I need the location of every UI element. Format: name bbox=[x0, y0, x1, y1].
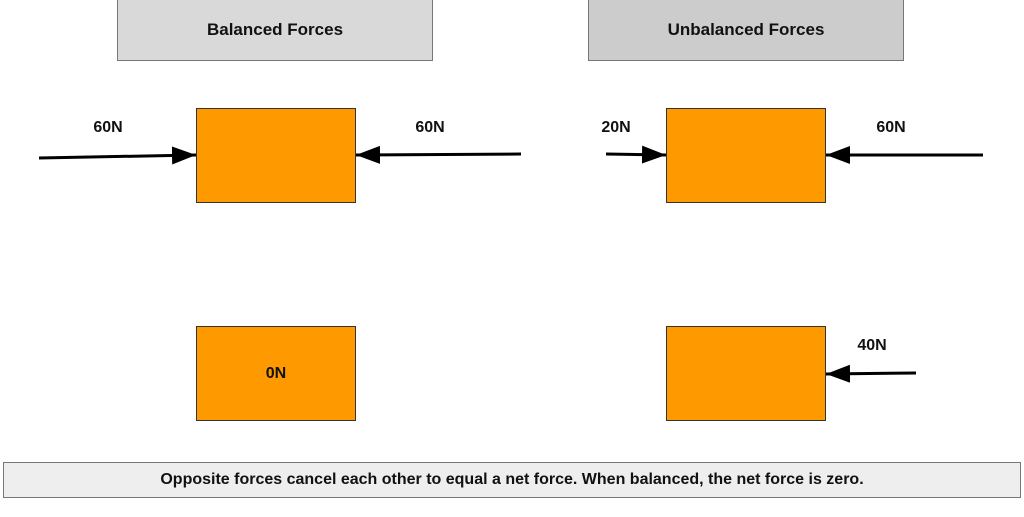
balanced-right-force-label: 60N bbox=[415, 119, 445, 136]
balanced-right-arrow-icon bbox=[355, 145, 522, 164]
net-force-arrow-icon bbox=[825, 364, 917, 383]
balanced-net-force: 0N bbox=[265, 364, 287, 382]
unbalanced-left-arrow-icon bbox=[605, 145, 667, 164]
balanced-left-force-label: 60N bbox=[93, 119, 123, 136]
caption-bar: Opposite forces cancel each other to equ… bbox=[3, 462, 1021, 498]
unbalanced-right-force-label: 60N bbox=[876, 119, 906, 136]
unbalanced-result-box bbox=[666, 326, 826, 421]
unbalanced-forces-header: Unbalanced Forces bbox=[588, 0, 904, 61]
unbalanced-left-force-label: 20N bbox=[601, 119, 631, 136]
balanced-forces-title: Balanced Forces bbox=[206, 20, 344, 39]
unbalanced-forces-title: Unbalanced Forces bbox=[667, 20, 825, 39]
balanced-result-box: 0N bbox=[196, 326, 356, 421]
caption-text: Opposite forces cancel each other to equ… bbox=[160, 471, 864, 488]
balanced-left-arrow-icon bbox=[38, 146, 197, 165]
unbalanced-net-force-label: 40N bbox=[857, 337, 887, 354]
balanced-forces-header: Balanced Forces bbox=[117, 0, 433, 61]
balanced-object-box bbox=[196, 108, 356, 203]
unbalanced-object-box bbox=[666, 108, 826, 203]
